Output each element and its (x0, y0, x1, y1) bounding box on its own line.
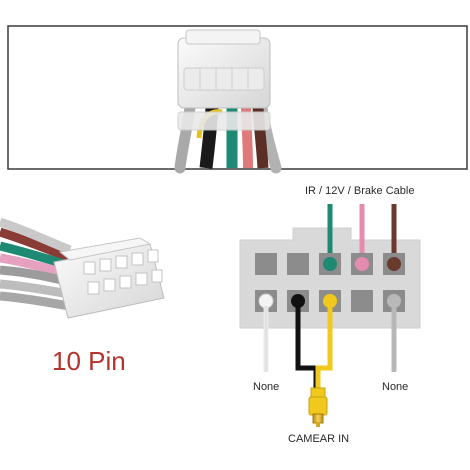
rca-camera-plug (308, 387, 328, 427)
none-right-label: None (382, 381, 409, 393)
pin-dot-pink (355, 257, 369, 271)
pin-dot-black (291, 294, 305, 308)
pin-count-label: 10 Pin (52, 346, 126, 376)
connector-side-photo (0, 217, 165, 319)
pin-hole-r1-c2 (287, 253, 309, 275)
pin-dot-yellow (323, 294, 337, 308)
pin-hole-r1-c1 (255, 253, 277, 275)
pin-hole-r2-c4 (351, 290, 373, 312)
none-left-label: None (253, 381, 280, 393)
pin-dot-white-wire (258, 293, 274, 309)
pin-dot-teal (323, 257, 337, 271)
ir-12v-brake-cable-label: IR / 12V / Brake Cable (305, 185, 415, 197)
connector-closeup-photo (7, 25, 468, 174)
pinout-diagram (239, 204, 421, 427)
pin-dot-gray-wire (387, 294, 401, 308)
camera-in-label: CAMEAR IN (288, 433, 350, 445)
pin-dot-brown (387, 257, 401, 271)
